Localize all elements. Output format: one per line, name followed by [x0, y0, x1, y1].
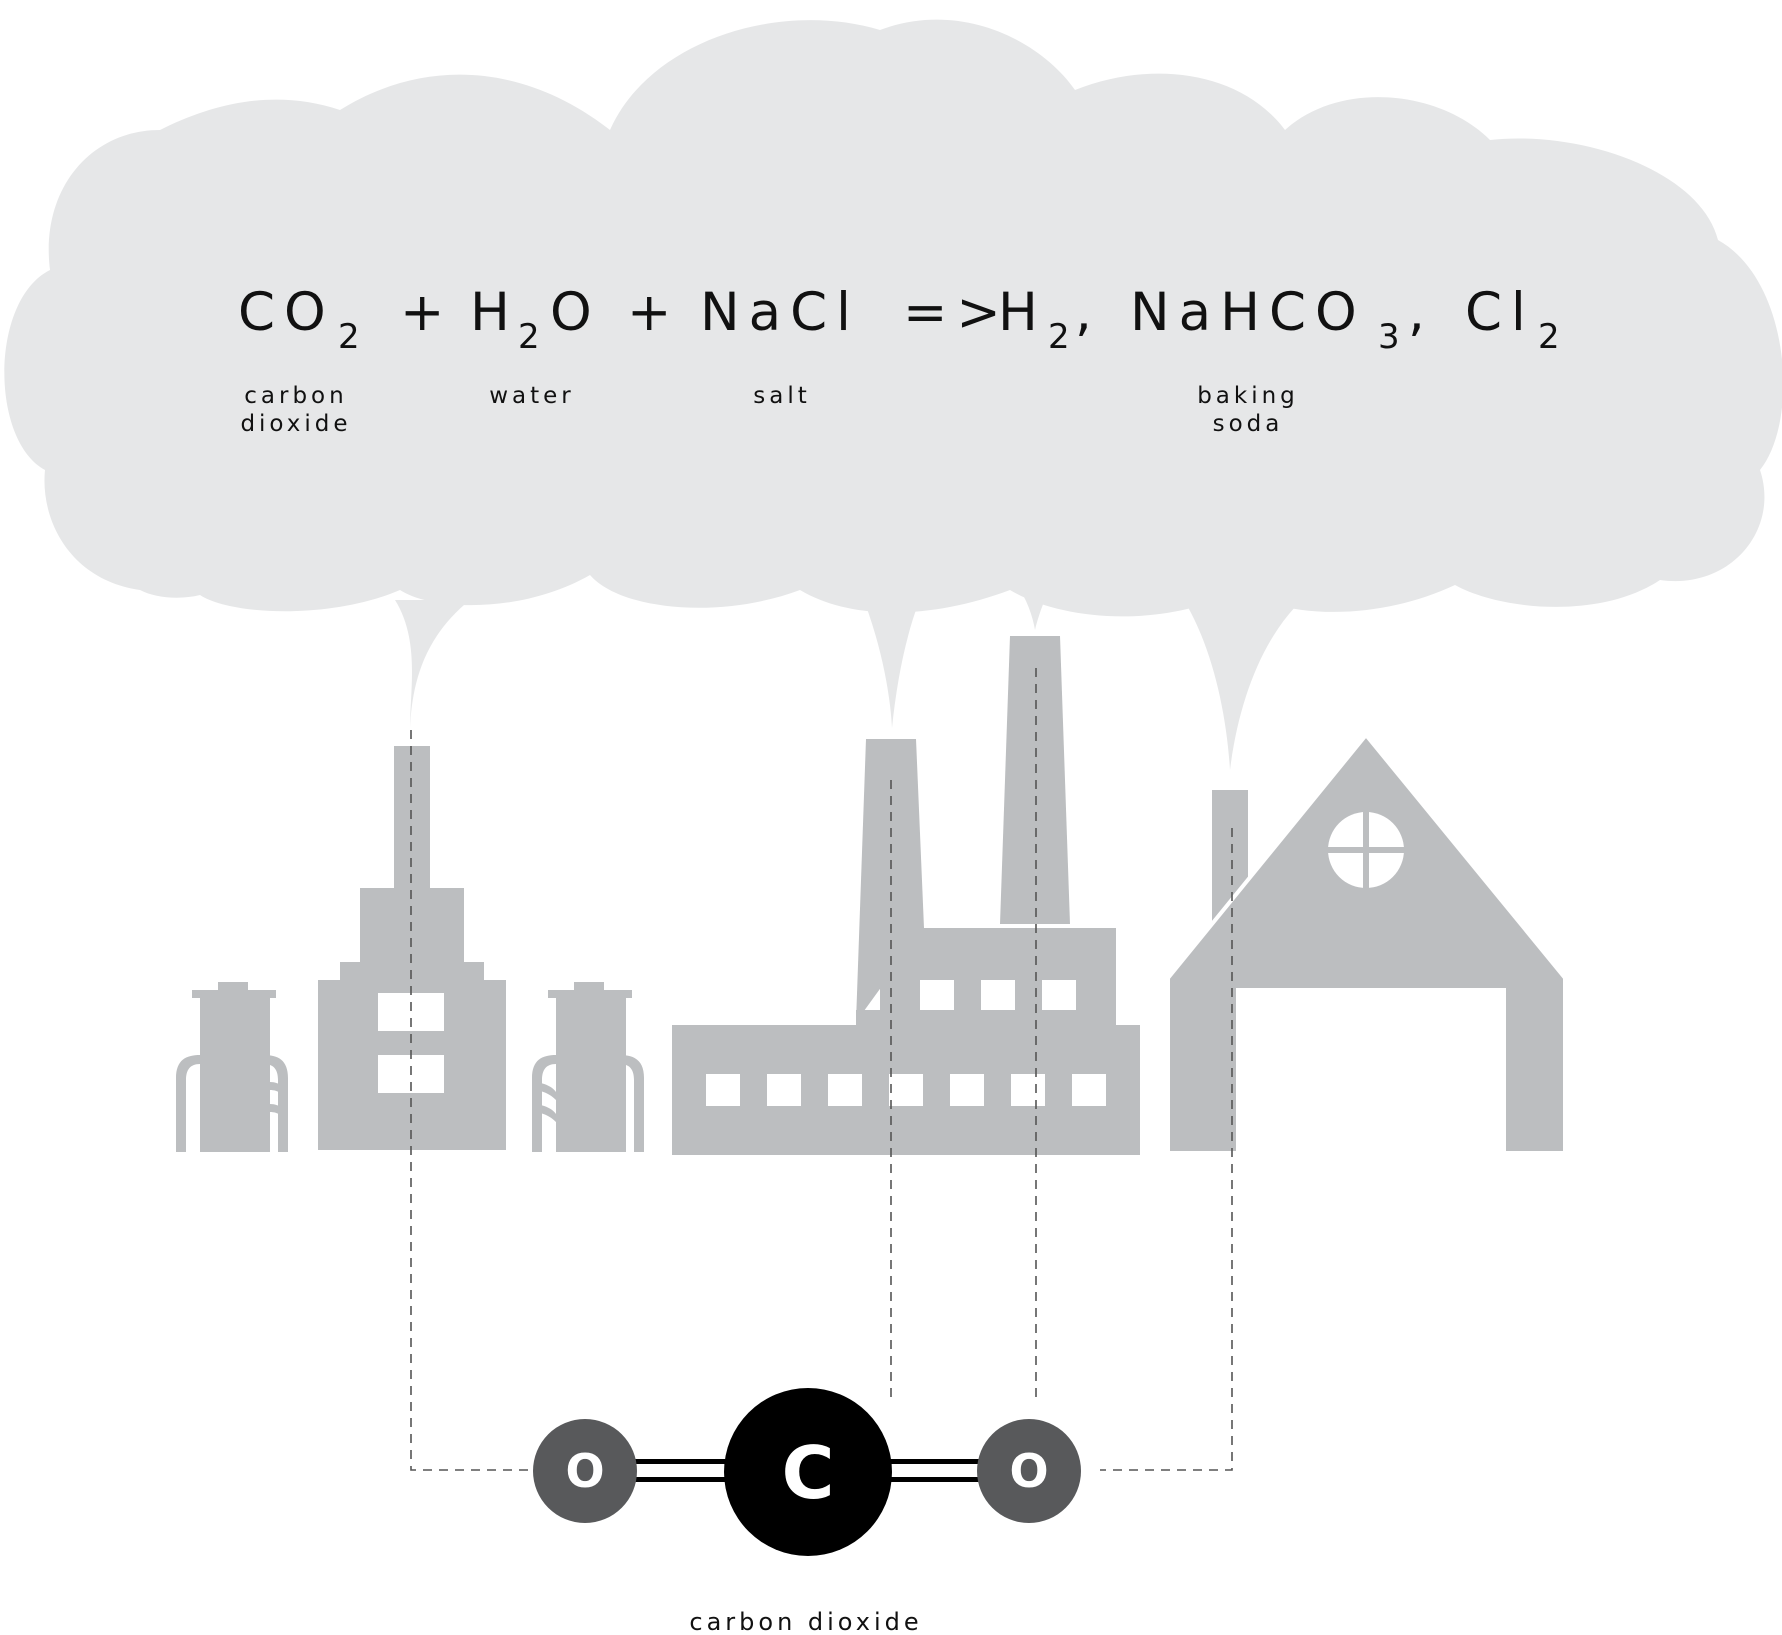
- warehouse-door: [1236, 988, 1506, 1158]
- eq-h-subscript: 2: [518, 317, 549, 357]
- oxygen-atom-right-label: O: [1009, 1444, 1048, 1498]
- industrial-buildings: [176, 636, 1567, 1158]
- factory: [672, 636, 1140, 1155]
- equation-labels: carbon dioxide water salt baking soda: [240, 383, 1299, 437]
- eq-plus-1: +: [400, 282, 453, 343]
- label-water: water: [489, 383, 575, 409]
- eq-co: CO: [238, 282, 335, 343]
- eq-nacl: NaCl: [700, 282, 860, 343]
- oxygen-atom-left: [533, 1419, 637, 1523]
- dashed-line-stack-4: [1100, 828, 1233, 1471]
- bond-left-1: [630, 1459, 730, 1464]
- eq-cl-subscript: 2: [1538, 317, 1569, 357]
- storage-tank-middle: [532, 982, 644, 1152]
- smoke-cloud: [4, 19, 1782, 770]
- eq-h2-subscript: 2: [1048, 317, 1079, 357]
- factory-window: [981, 980, 1015, 1010]
- dashed-line-stack-1: [410, 730, 540, 1471]
- label-baking-soda-line1: baking: [1197, 383, 1299, 409]
- eq-h2: H: [998, 282, 1047, 343]
- carbon-atom-label: C: [782, 1431, 835, 1515]
- chemical-equation: CO 2 + H 2 O + NaCl => H 2 , NaHCO 3 , C…: [238, 282, 1569, 357]
- connector-lines: [410, 668, 1233, 1471]
- factory-window: [1042, 980, 1076, 1010]
- factory-window: [828, 1074, 862, 1106]
- smoke-plume-3: [960, 520, 1110, 630]
- label-baking-soda-line2: soda: [1213, 411, 1284, 437]
- factory-window: [920, 980, 954, 1010]
- factory-window: [1011, 1074, 1045, 1106]
- smoke-plume-4: [1150, 560, 1320, 770]
- molecule-caption: carbon dioxide: [689, 1608, 922, 1635]
- eq-h: H: [470, 282, 519, 343]
- label-carbon-dioxide-line2: dioxide: [240, 411, 351, 437]
- cloud-body: [4, 19, 1782, 617]
- oxygen-atom-left-label: O: [565, 1444, 604, 1498]
- eq-cl: Cl: [1465, 282, 1535, 343]
- smoke-plume-2: [860, 540, 960, 728]
- label-salt: salt: [753, 383, 811, 409]
- bond-right-1: [880, 1459, 990, 1464]
- eq-comma-1: ,: [1075, 282, 1101, 343]
- eq-co-subscript: 2: [338, 317, 369, 357]
- eq-nahco: NaHCO: [1130, 282, 1366, 343]
- factory-window: [950, 1074, 984, 1106]
- label-carbon-dioxide-line1: carbon: [244, 383, 347, 409]
- eq-o: O: [550, 282, 601, 343]
- eq-comma-2: ,: [1408, 282, 1434, 343]
- eq-plus-2: +: [627, 282, 680, 343]
- factory-window: [1072, 1074, 1106, 1106]
- bond-right-2: [880, 1477, 990, 1482]
- stepped-tower: [318, 746, 506, 1150]
- smoke-plume-1: [395, 600, 470, 728]
- eq-arrow: =>: [903, 282, 1010, 343]
- factory-window: [889, 1074, 923, 1106]
- oxygen-atom-right: [977, 1419, 1081, 1523]
- factory-window: [767, 1074, 801, 1106]
- co2-molecule: O C O: [533, 1388, 1081, 1556]
- storage-tank-left: [176, 982, 288, 1152]
- factory-window: [706, 1074, 740, 1106]
- bond-left-2: [630, 1477, 730, 1482]
- warehouse: [1166, 731, 1567, 1158]
- eq-nahco-subscript: 3: [1378, 317, 1409, 357]
- carbon-atom: [724, 1388, 892, 1556]
